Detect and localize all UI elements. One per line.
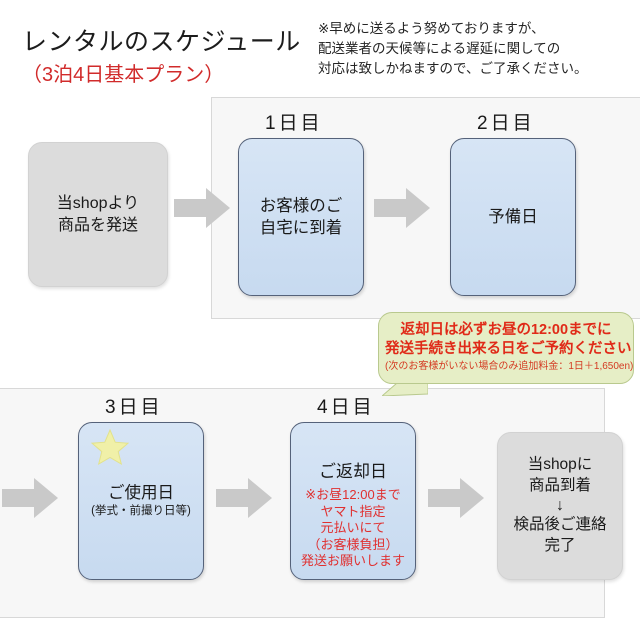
step-box-day4-return: ご返却日 ※お昼12:00まで ヤマト指定 元払いにて （お客様負担） 発送お願… bbox=[290, 422, 416, 580]
arrow-right-icon-2 bbox=[374, 188, 430, 228]
header-note-line-1: ※早めに送るよう努めておりますが、 bbox=[318, 21, 545, 36]
day-label-2: 2日目 bbox=[477, 113, 535, 134]
page-subtitle: （3泊4日基本プラン） bbox=[22, 64, 225, 86]
step-box-day2-spare: 予備日 bbox=[450, 138, 576, 296]
day2-line-1: 予備日 bbox=[488, 207, 538, 226]
return-line-1: 当shopに bbox=[527, 456, 593, 474]
arrow-right-icon-1 bbox=[174, 188, 230, 228]
step-box-day1-arrival: お客様のご 自宅に到着 bbox=[238, 138, 364, 296]
arrow-right-icon-5 bbox=[428, 478, 484, 518]
day4-red-line-5: 発送お願いします bbox=[300, 553, 405, 569]
day-label-3: 3日目 bbox=[105, 397, 163, 418]
day4-red-line-1: ※お昼12:00まで bbox=[305, 486, 401, 502]
day-label-1: 1日目 bbox=[265, 113, 323, 134]
step-box-day3-usage: ご使用日 (挙式・前撮り日等) bbox=[78, 422, 204, 580]
day-label-4: 4日目 bbox=[317, 397, 375, 418]
day4-red-line-2: ヤマト指定 bbox=[320, 503, 386, 519]
callout-fine-print: (次のお客様がいない場合のみ追加料金：1日＋1,650en) bbox=[385, 361, 634, 373]
return-line-3: 検品後ご連絡 bbox=[513, 515, 607, 533]
callout-line-2: 発送手続き出来る日をご予約ください bbox=[385, 341, 632, 358]
day4-red-line-4: （お客様負担） bbox=[307, 536, 399, 552]
step-box-shop-ships: 当shopより 商品を発送 bbox=[28, 142, 168, 287]
day1-line-2: 自宅に到着 bbox=[259, 219, 343, 237]
callout-return-deadline: 返却日は必ずお昼の12:00までに 発送手続き出来る日をご予約ください (次のお… bbox=[378, 312, 634, 384]
day3-line-1: ご使用日 bbox=[108, 484, 174, 503]
star-icon bbox=[90, 428, 130, 471]
day4-red-line-3: 元払いにて bbox=[320, 520, 386, 536]
header-note: ※早めに送るよう努めておりますが、 配送業者の天候等による遅延に関しての 対応は… bbox=[318, 19, 587, 79]
header-note-line-3: 対応は致しかねますので、ご了承ください。 bbox=[318, 61, 588, 76]
callout-line-1: 返却日は必ずお昼の12:00までに bbox=[400, 322, 612, 338]
page-title: レンタルのスケジュール bbox=[22, 28, 301, 56]
arrow-down-icon: ↓ bbox=[556, 497, 564, 515]
header-note-line-2: 配送業者の天候等による遅延に関しての bbox=[318, 41, 561, 56]
return-line-4: 完了 bbox=[544, 536, 576, 554]
shop-ships-line-2: 商品を発送 bbox=[57, 216, 138, 234]
day4-title: ご返却日 bbox=[319, 462, 387, 481]
arrow-right-icon-3 bbox=[2, 478, 58, 518]
step-box-shop-receives: 当shopに 商品到着 ↓ 検品後ご連絡 完了 bbox=[497, 432, 623, 580]
return-line-2: 商品到着 bbox=[528, 477, 591, 495]
day1-line-1: お客様のご bbox=[259, 196, 343, 215]
shop-ships-line-1: 当shopより bbox=[56, 194, 140, 212]
arrow-right-icon-4 bbox=[216, 478, 272, 518]
day3-line-2: (挙式・前撮り日等) bbox=[91, 505, 191, 518]
